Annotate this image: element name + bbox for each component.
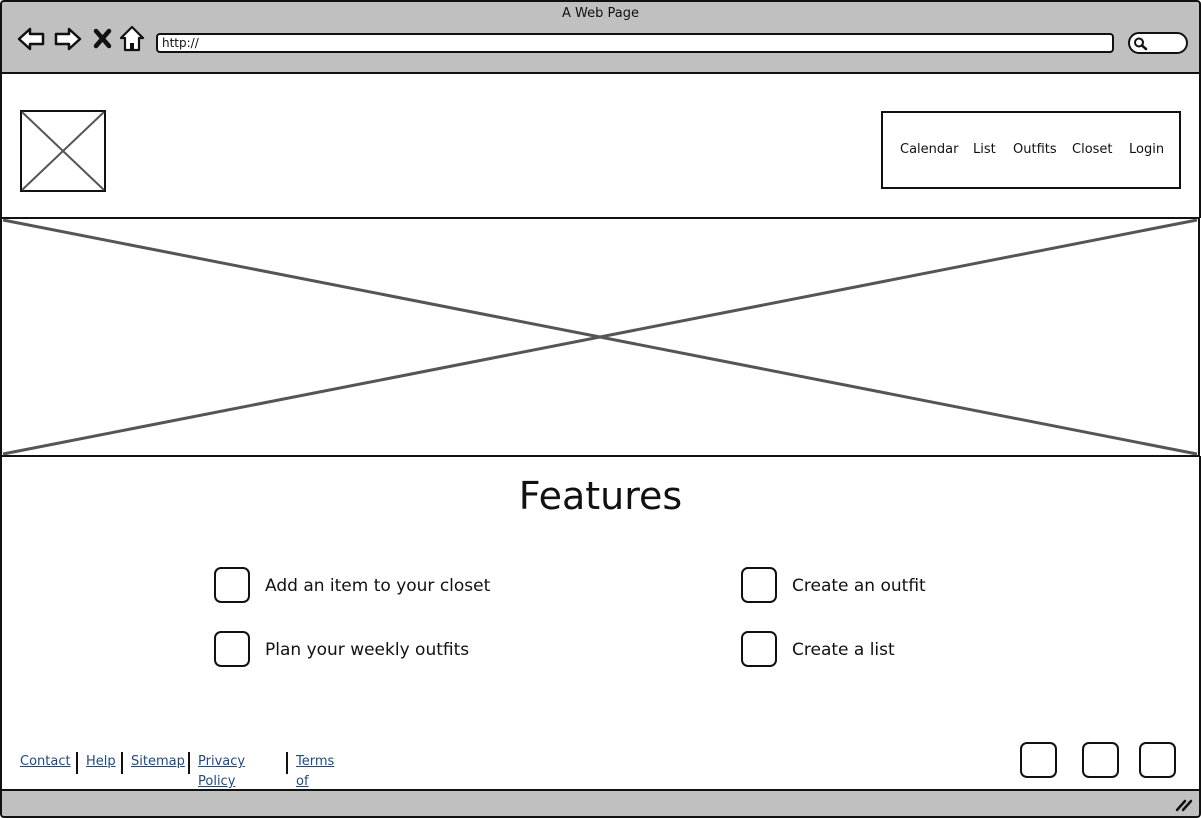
feature-checkbox[interactable] <box>214 567 250 603</box>
forward-arrow-icon[interactable] <box>53 24 83 54</box>
back-arrow-icon[interactable] <box>16 24 46 54</box>
address-bar[interactable]: http:// <box>156 33 1114 53</box>
nav-calendar-link[interactable]: Calendar <box>900 142 959 157</box>
browser-toolbar: A Web Page http:// <box>0 0 1201 74</box>
search-field[interactable] <box>1128 32 1188 54</box>
features-heading: Features <box>518 474 683 518</box>
feature-label-add-item: Add an item to your closet <box>265 576 491 596</box>
nav-closet-link[interactable]: Closet <box>1072 142 1113 157</box>
window-title: A Web Page <box>562 6 639 21</box>
social-icon-placeholder[interactable] <box>1082 742 1119 778</box>
footer-divider <box>121 752 123 774</box>
social-icon-placeholder[interactable] <box>1139 742 1176 778</box>
close-icon[interactable] <box>90 24 120 54</box>
feature-label-plan-weekly: Plan your weekly outfits <box>265 640 470 660</box>
footer-contact-link[interactable]: Contact <box>20 754 71 769</box>
footer-divider <box>188 752 190 774</box>
hero-image-placeholder <box>0 217 1201 457</box>
footer-sitemap-link[interactable]: Sitemap <box>131 754 185 769</box>
nav-outfits-link[interactable]: Outfits <box>1013 142 1057 157</box>
resize-grip-icon[interactable] <box>1175 798 1193 812</box>
footer-divider <box>286 752 288 774</box>
home-icon[interactable] <box>118 24 148 54</box>
feature-checkbox[interactable] <box>214 631 250 667</box>
search-icon <box>1134 37 1148 51</box>
nav-login-link[interactable]: Login <box>1129 142 1165 157</box>
nav-list-link[interactable]: List <box>973 142 996 157</box>
site-header <box>0 72 1201 218</box>
feature-checkbox[interactable] <box>741 567 777 603</box>
feature-label-create-outfit: Create an outfit <box>792 576 926 596</box>
footer-privacy-link[interactable]: Privacy Policy <box>198 754 246 789</box>
footer-help-link[interactable]: Help <box>86 754 116 769</box>
features-section <box>0 456 1201 790</box>
main-navigation: Calendar List Outfits Closet Login <box>881 111 1181 189</box>
footer-divider <box>76 752 78 774</box>
feature-checkbox[interactable] <box>741 631 777 667</box>
logo-image-placeholder <box>20 110 106 192</box>
social-icon-placeholder[interactable] <box>1020 742 1057 778</box>
feature-label-create-list: Create a list <box>792 640 895 660</box>
browser-status-bar <box>0 789 1201 818</box>
